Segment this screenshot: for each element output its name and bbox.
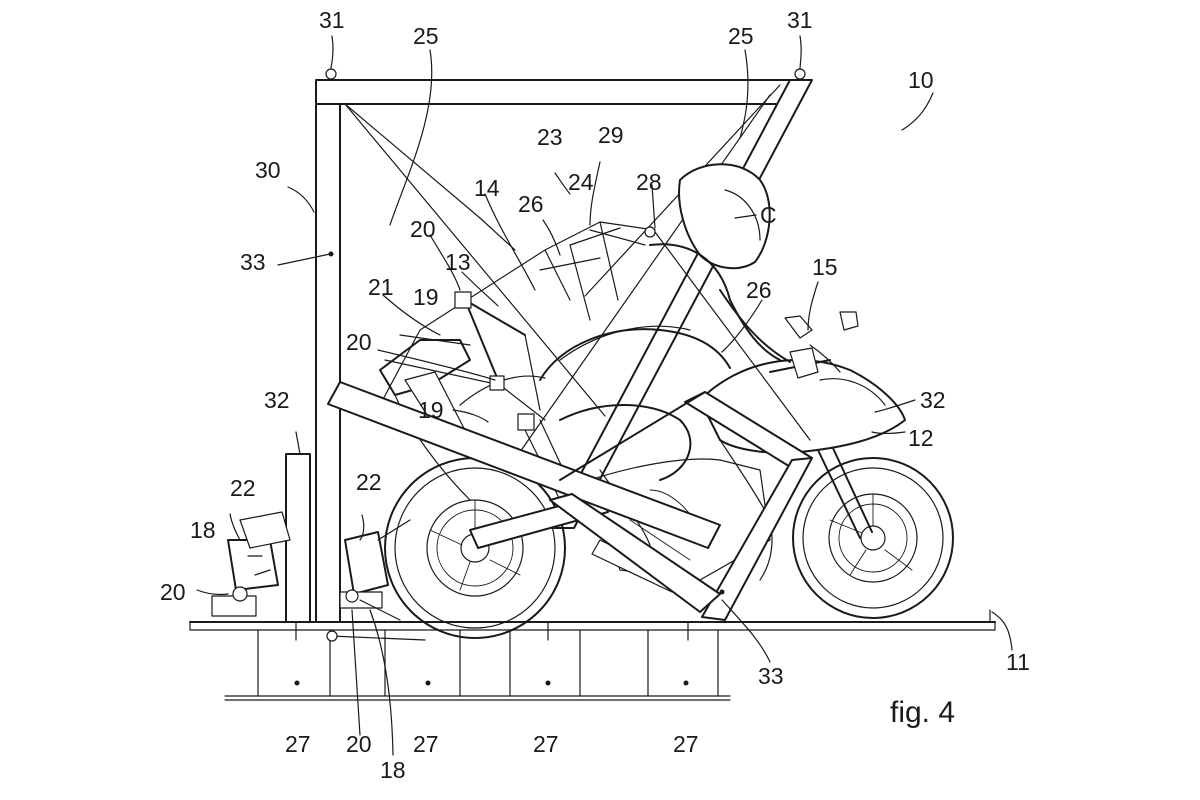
label-19-mid: 19 bbox=[418, 397, 444, 423]
label-33-bottom: 33 bbox=[758, 663, 784, 689]
rear-wheel bbox=[384, 457, 566, 639]
figure-caption: fig. 4 bbox=[890, 696, 955, 729]
label-31-right: 31 bbox=[787, 7, 813, 33]
label-12: 12 bbox=[908, 425, 934, 451]
label-14: 14 bbox=[474, 175, 500, 201]
label-25-left: 25 bbox=[413, 23, 439, 49]
label-28: 28 bbox=[636, 169, 662, 195]
label-21: 21 bbox=[368, 274, 394, 300]
label-22-mid: 22 bbox=[356, 469, 382, 495]
harness-frame bbox=[379, 221, 811, 441]
label-25-right: 25 bbox=[728, 23, 754, 49]
label-29: 29 bbox=[598, 122, 624, 148]
label-33-left: 33 bbox=[240, 249, 266, 275]
label-22-left: 22 bbox=[230, 475, 256, 501]
label-31-left: 31 bbox=[319, 7, 345, 33]
actuators bbox=[211, 511, 426, 642]
label-10: 10 bbox=[908, 67, 934, 93]
label-13: 13 bbox=[445, 249, 471, 275]
support-blocks bbox=[224, 629, 731, 701]
label-27-b: 27 bbox=[413, 731, 439, 757]
label-26-right: 26 bbox=[746, 277, 772, 303]
tilt-frame bbox=[327, 381, 813, 621]
ground-anchors bbox=[295, 609, 991, 641]
label-30: 30 bbox=[255, 157, 281, 183]
label-15: 15 bbox=[812, 254, 838, 280]
label-24: 24 bbox=[568, 169, 594, 195]
label-23: 23 bbox=[537, 124, 563, 150]
label-32-left: 32 bbox=[264, 387, 290, 413]
label-20-left: 20 bbox=[160, 579, 186, 605]
label-11: 11 bbox=[1006, 649, 1030, 675]
label-32-right: 32 bbox=[920, 387, 946, 413]
label-27-c: 27 bbox=[533, 731, 559, 757]
label-26-top: 26 bbox=[518, 191, 544, 217]
label-19-top: 19 bbox=[413, 284, 439, 310]
front-wheel bbox=[792, 457, 954, 619]
reference-labels: 31 31 25 25 10 30 23 29 24 28 14 26 C 20… bbox=[160, 7, 1030, 783]
label-18-left: 18 bbox=[190, 517, 216, 543]
label-27-a: 27 bbox=[285, 731, 311, 757]
floor-platform bbox=[189, 621, 996, 631]
label-27-d: 27 bbox=[673, 731, 699, 757]
leader-lines bbox=[196, 35, 1013, 756]
label-20-top: 20 bbox=[410, 216, 436, 242]
label-18-bottom: 18 bbox=[380, 757, 406, 783]
label-20-mid: 20 bbox=[346, 329, 372, 355]
label-C: C bbox=[760, 202, 777, 228]
label-20-bottom: 20 bbox=[346, 731, 372, 757]
